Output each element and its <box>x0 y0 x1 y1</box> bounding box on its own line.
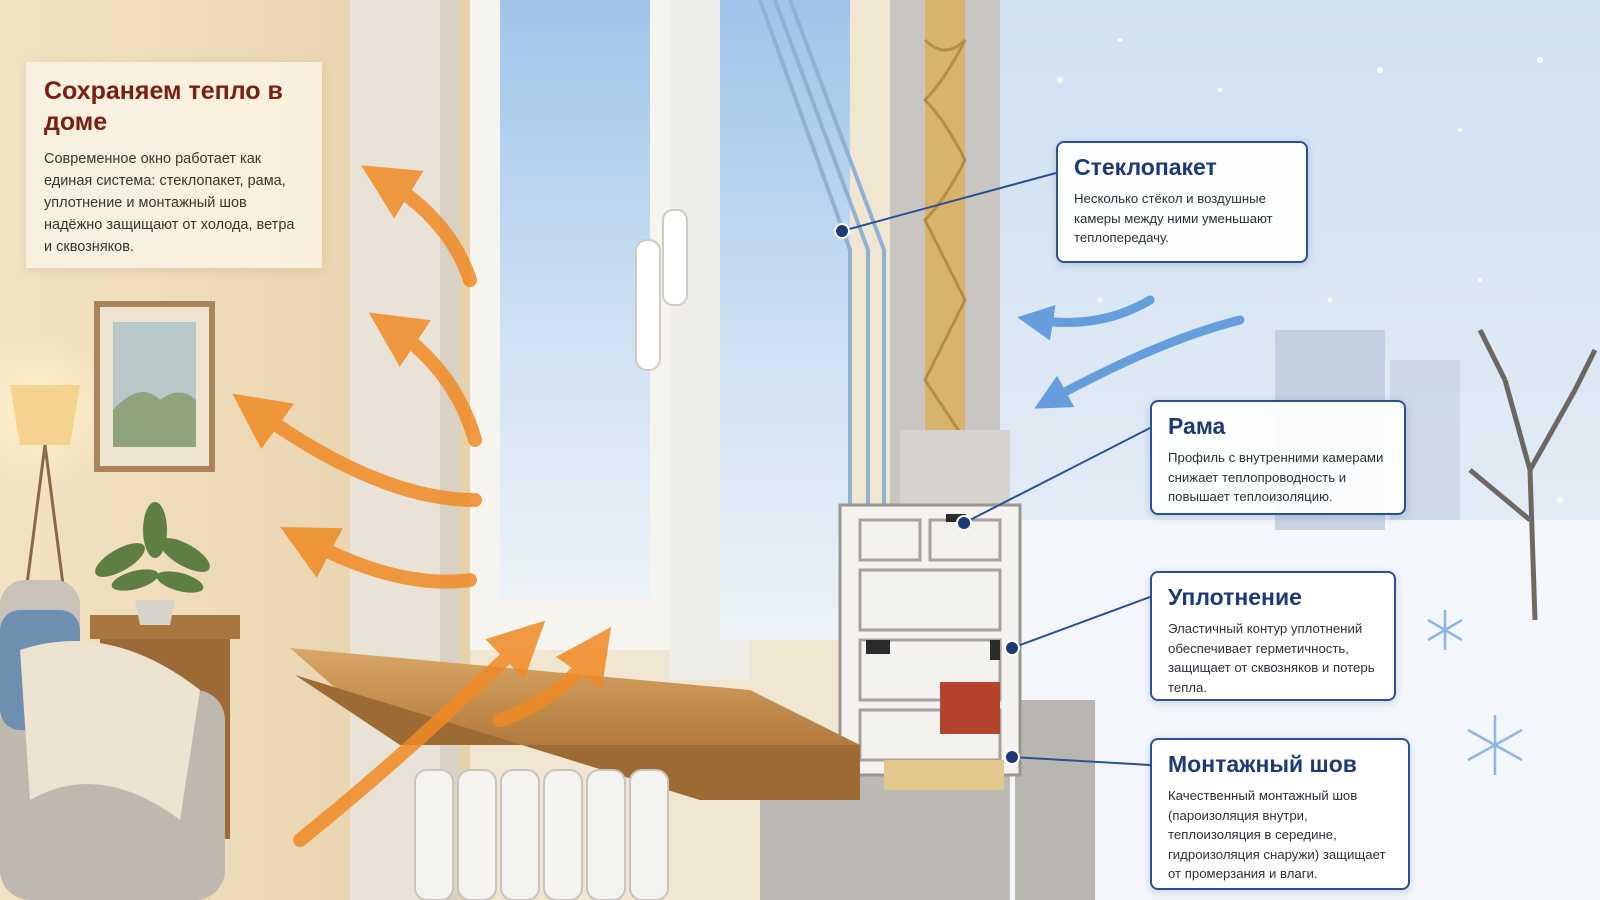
callout-seal: Уплотнение Эластичный контур уплотнений … <box>1150 571 1396 701</box>
callout-title: Уплотнение <box>1168 584 1302 610</box>
intro-text: Современное окно работает как единая сис… <box>44 151 295 255</box>
callout-text: Качественный монтажный шов (пароизоляция… <box>1168 788 1386 881</box>
intro-title: Сохраняем тепло в доме <box>44 77 283 136</box>
callout-mounting-seam: Монтажный шов Качественный монтажный шов… <box>1150 738 1410 890</box>
snowflake-icon <box>1427 610 1523 775</box>
callout-text: Профиль с внутренними камерами снижает т… <box>1168 450 1384 504</box>
callout-text: Несколько стёкол и воздушные камеры межд… <box>1074 191 1273 245</box>
callout-title: Стеклопакет <box>1074 154 1217 180</box>
callout-title: Монтажный шов <box>1168 751 1357 777</box>
callout-text: Эластичный контур уплотнений обеспечивае… <box>1168 621 1375 695</box>
callout-title: Рама <box>1168 413 1226 439</box>
intro-panel: Сохраняем тепло в доме Современное окно … <box>26 62 322 268</box>
callout-frame: Рама Профиль с внутренними камерами сниж… <box>1150 400 1406 515</box>
callout-glass-unit: Стеклопакет Несколько стёкол и воздушные… <box>1056 141 1308 263</box>
